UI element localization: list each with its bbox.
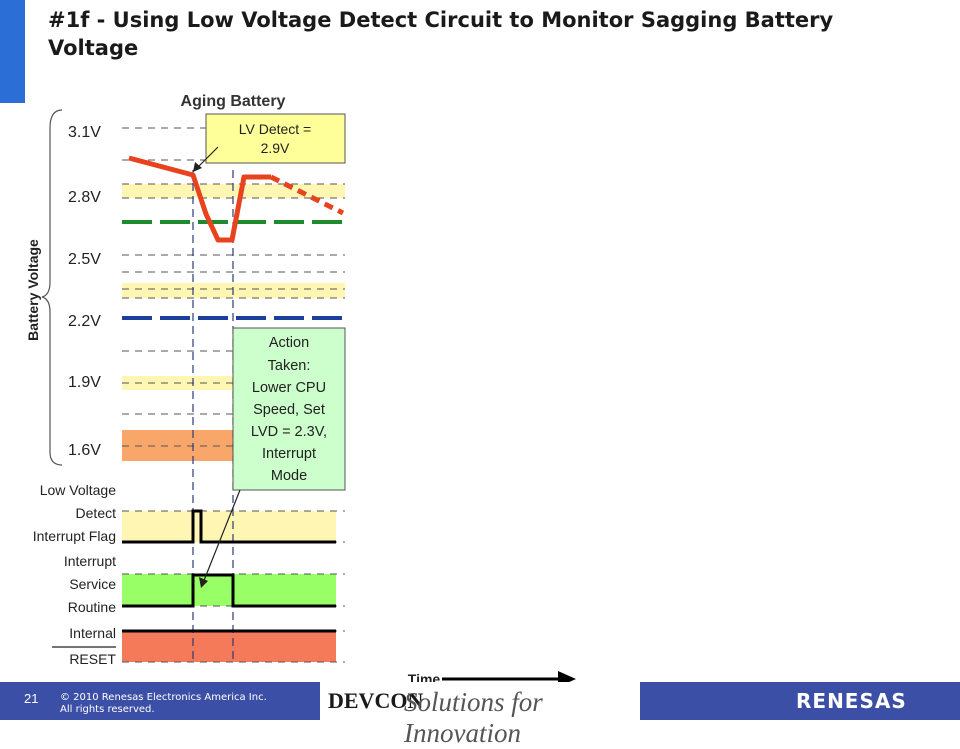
action-arrowhead [199,577,208,588]
reset-label-2: RESET [69,651,116,667]
voltage-label-3-1v: 3.1V [68,124,101,141]
action-text-3: Lower CPU [252,380,326,396]
y-axis-brace [41,109,63,466]
renesas-logo: RENESAS [796,689,907,713]
footer-right-panel: RENESAS [640,682,960,720]
lv-detect-arrow [196,146,219,169]
battery-voltage-curve [128,155,271,243]
time-arrowhead [558,671,576,682]
tagline: Solutions for Innovation [404,687,543,748]
battery-voltage-projection [269,174,345,216]
isr-label-2: Service [69,576,116,592]
action-text-2: Taken: [268,358,311,374]
band-lvd-flag [122,511,336,542]
copyright-line-2: All rights reserved. [60,704,155,715]
action-text-6: Interrupt [262,446,316,462]
copyright: © 2010 Renesas Electronics America Inc. … [60,692,310,716]
action-text-1: Action [269,335,309,351]
lv-detect-arrowhead [193,162,202,172]
action-text-4: Speed, Set [253,402,325,418]
action-text-5: LVD = 2.3V, [251,424,327,440]
reset-label-1: Internal [69,625,116,641]
slide-title: #1f - Using Low Voltage Detect Circuit t… [48,8,834,60]
y-axis-label: Battery Voltage [25,239,41,341]
isr-trace [122,573,336,608]
voltage-labels: 3.1V 2.8V 2.5V 2.2V 1.9V 1.6V [68,124,101,459]
lv-detect-text-2: 2.9V [261,140,290,156]
isr-label-3: Routine [68,599,116,615]
lv-detect-callout [205,113,346,164]
lvd-flag-label-3: Interrupt Flag [33,528,116,544]
voltage-label-1-9v: 1.9V [68,374,101,391]
action-callout [232,327,346,491]
isr-label-1: Interrupt [64,553,116,569]
time-label: Time [408,671,441,682]
footer: 21 © 2010 Renesas Electronics America In… [0,682,960,748]
devcon-logo: DEVCON [328,688,424,713]
slide-number: 21 [24,691,39,706]
voltage-label-2-5v: 2.5V [68,251,101,268]
footer-tagline-panel: DEVCON Solutions for Innovation [320,682,640,748]
voltage-label-1-6v: 1.6V [68,442,101,459]
voltage-timing-diagram: Aging Battery 3.1V 2.8V 2.5V 2.2V 1.9V 1… [25,93,576,682]
band-reset [122,631,336,662]
lvd-flag-label-2: Detect [76,505,117,521]
lvd-flag-label-1: Low Voltage [40,482,116,498]
diagram-heading: Aging Battery [181,93,286,110]
copyright-line-1: © 2010 Renesas Electronics America Inc. [60,692,267,703]
voltage-label-2-2v: 2.2V [68,313,101,330]
action-text-7: Mode [271,468,307,484]
footer-left-panel: 21 © 2010 Renesas Electronics America In… [0,682,320,720]
band-isr [122,574,336,606]
voltage-label-2-8v: 2.8V [68,189,101,206]
accent-bar [0,0,25,103]
action-arrow [202,489,241,584]
lv-detect-text-1: LV Detect = [239,121,312,137]
lvd-flag-trace [122,509,336,544]
